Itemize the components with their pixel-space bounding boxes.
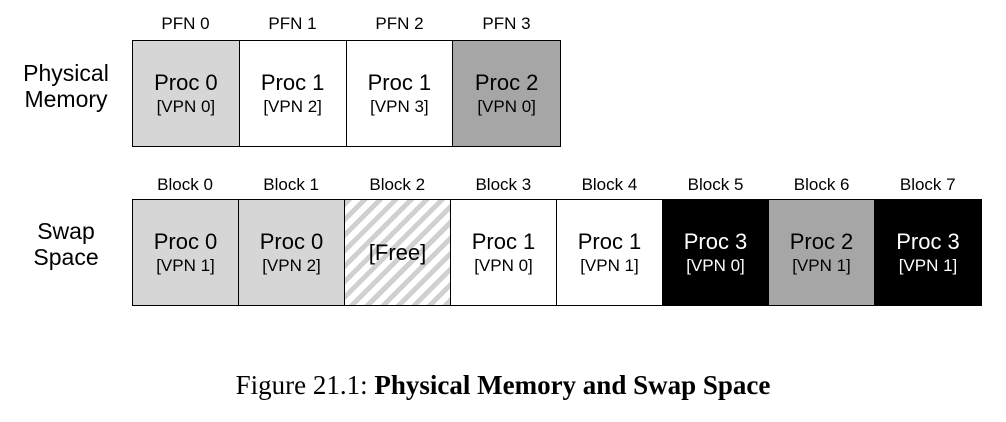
block-cell-process-label: Proc 1: [577, 228, 642, 254]
block-header-2: Block 2: [369, 175, 426, 194]
block-header-5: Block 5: [687, 175, 744, 194]
frame-header-0: PFN 0: [161, 14, 210, 33]
frame-cell-vpn-label: [VPN 3]: [370, 96, 429, 116]
figure-caption: Figure 21.1: Physical Memory and Swap Sp…: [0, 370, 1006, 401]
frame-cell-process-label: Proc 2: [474, 69, 539, 95]
block-cell-process-label: Proc 0: [259, 228, 324, 254]
swap-space-label-line2: Space: [33, 244, 99, 270]
block-cell-vpn-label: [VPN 0]: [474, 255, 533, 275]
block-cell-vpn-label: [VPN 1]: [156, 255, 215, 275]
frame-cell-1: Proc 1[VPN 2]: [239, 41, 347, 146]
swap-space-label-line1: Swap: [37, 218, 95, 244]
block-cell-2: [Free]: [345, 200, 451, 305]
block-cell-process-label: Proc 0: [153, 228, 218, 254]
frame-cell-0: Proc 0[VPN 0]: [133, 41, 240, 146]
block-cell-vpn-label: [VPN 2]: [262, 255, 321, 275]
block-cell-5: Proc 3[VPN 0]: [663, 200, 769, 305]
figure-caption-title: Physical Memory and Swap Space: [374, 370, 771, 400]
block-cell-process-label: Proc 1: [471, 228, 536, 254]
frame-header-3: PFN 3: [482, 14, 531, 33]
frame-cell-3: Proc 2[VPN 0]: [453, 41, 560, 146]
block-header-1: Block 1: [263, 175, 320, 194]
swap-space-blocks: Proc 0[VPN 1]Proc 0[VPN 2][Free]Proc 1[V…: [132, 199, 982, 306]
block-cell-process-label: Proc 3: [683, 228, 748, 254]
frame-header-2: PFN 2: [375, 14, 424, 33]
block-header-3: Block 3: [475, 175, 532, 194]
block-cell-process-label: Proc 2: [789, 228, 854, 254]
frame-cell-2: Proc 1[VPN 3]: [346, 41, 454, 146]
block-header-7: Block 7: [899, 175, 956, 194]
block-cell-6: Proc 2[VPN 1]: [769, 200, 875, 305]
frame-cell-process-label: Proc 0: [154, 69, 218, 95]
block-header-4: Block 4: [581, 175, 638, 194]
frame-cell-vpn-label: [VPN 0]: [477, 96, 536, 116]
block-cell-0: Proc 0[VPN 1]: [133, 200, 239, 305]
frame-header-1: PFN 1: [268, 14, 317, 33]
block-cell-vpn-label: [VPN 1]: [792, 255, 851, 275]
block-cell-vpn-label: [VPN 0]: [686, 255, 745, 275]
frame-cell-vpn-label: [VPN 2]: [263, 96, 322, 116]
block-cell-7: Proc 3[VPN 1]: [875, 200, 981, 305]
swap-space-label: Swap Space: [6, 218, 126, 270]
block-cell-3: Proc 1[VPN 0]: [451, 200, 557, 305]
block-header-0: Block 0: [157, 175, 213, 194]
frame-cell-vpn-label: [VPN 0]: [156, 96, 216, 116]
physical-memory-label-line1: Physical: [23, 60, 109, 86]
block-cell-1: Proc 0[VPN 2]: [239, 200, 345, 305]
frame-cell-process-label: Proc 1: [260, 69, 325, 95]
figure-caption-prefix: Figure 21.1:: [235, 370, 375, 400]
physical-memory-label-line2: Memory: [24, 86, 108, 112]
block-cell-process-label: Proc 3: [896, 228, 960, 254]
block-cell-4: Proc 1[VPN 1]: [557, 200, 663, 305]
block-cell-process-label: [Free]: [368, 239, 427, 265]
frame-cell-process-label: Proc 1: [367, 69, 432, 95]
block-cell-vpn-label: [VPN 1]: [580, 255, 639, 275]
physical-memory-label: Physical Memory: [6, 60, 126, 112]
block-header-6: Block 6: [793, 175, 850, 194]
physical-memory-frames: Proc 0[VPN 0]Proc 1[VPN 2]Proc 1[VPN 3]P…: [132, 40, 561, 147]
block-cell-vpn-label: [VPN 1]: [898, 255, 958, 275]
